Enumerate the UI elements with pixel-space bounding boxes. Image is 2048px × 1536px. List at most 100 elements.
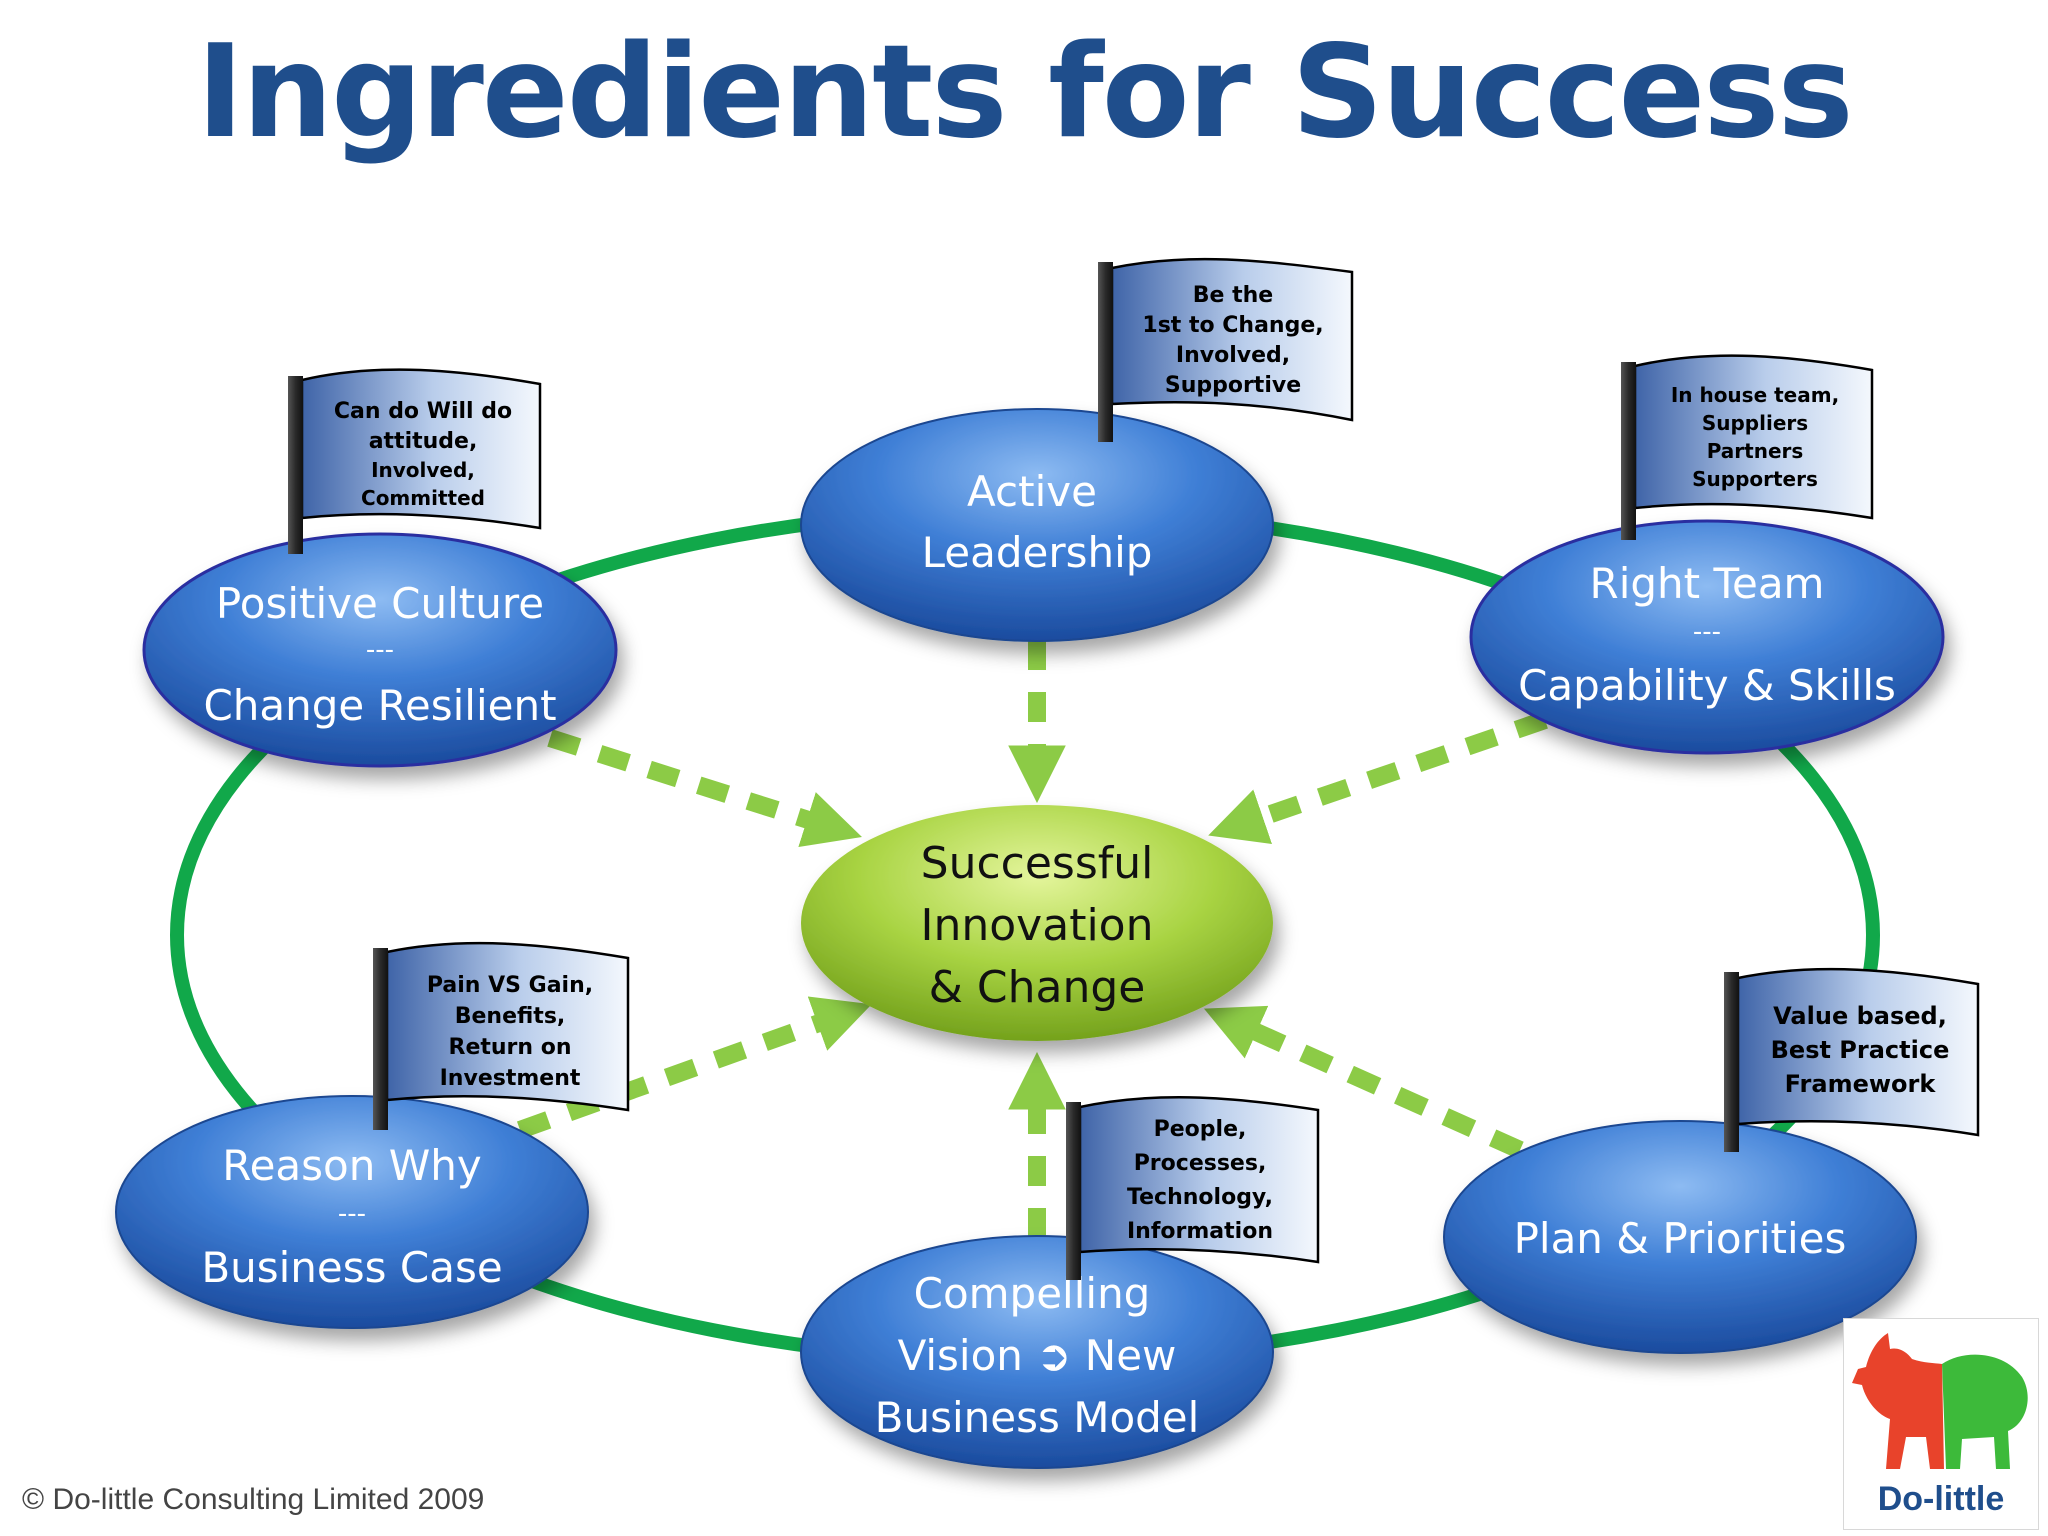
svg-text:Framework: Framework bbox=[1785, 1070, 1937, 1098]
svg-text:Value based,: Value based, bbox=[1773, 1002, 1947, 1030]
svg-text:Successful: Successful bbox=[921, 838, 1154, 889]
flag-line: Involved, bbox=[1176, 343, 1290, 368]
flag-line: Framework bbox=[1785, 1070, 1937, 1098]
node-line: Capability & Skills bbox=[1518, 661, 1896, 710]
node-line: Business Case bbox=[201, 1243, 502, 1292]
svg-text:Supporters: Supporters bbox=[1692, 467, 1818, 491]
node-right-team: Right Team --- Capability & Skills bbox=[1469, 519, 1945, 755]
svg-text:Return on: Return on bbox=[449, 1035, 572, 1060]
flag-line: Best Practice bbox=[1771, 1036, 1950, 1064]
node-positive-culture: Positive Culture --- Change Resilient bbox=[142, 532, 618, 768]
svg-text:Business Model: Business Model bbox=[875, 1393, 1200, 1442]
center-node: Successful Innovation & Change bbox=[801, 805, 1273, 1041]
svg-text:Information: Information bbox=[1127, 1219, 1273, 1244]
svg-text:Pain VS Gain,: Pain VS Gain, bbox=[427, 973, 593, 998]
node-separator: --- bbox=[366, 635, 394, 665]
arrow-bottom-left bbox=[516, 996, 872, 1139]
svg-text:People,: People, bbox=[1154, 1117, 1247, 1142]
svg-text:---: --- bbox=[1693, 617, 1721, 647]
svg-text:Capability & Skills: Capability & Skills bbox=[1518, 661, 1896, 710]
svg-text:Vision ➲ New: Vision ➲ New bbox=[898, 1331, 1177, 1380]
svg-text:Suppliers: Suppliers bbox=[1702, 411, 1808, 435]
flag-bottom-left: Pain VS Gain, Benefits, Return on Invest… bbox=[373, 941, 630, 1130]
node-line: Positive Culture bbox=[216, 579, 544, 628]
center-line: Innovation bbox=[921, 900, 1154, 951]
node-line: Right Team bbox=[1590, 559, 1825, 608]
svg-text:---: --- bbox=[366, 635, 394, 665]
do-little-logo: Do-little bbox=[1843, 1318, 2039, 1530]
flag-line: Benefits, bbox=[455, 1004, 566, 1029]
node-separator: --- bbox=[338, 1199, 366, 1229]
flag-pole bbox=[1724, 972, 1739, 1152]
arrow-top-right bbox=[1208, 711, 1548, 845]
node-line: Business Model bbox=[875, 1393, 1200, 1442]
flag-top: Be the 1st to Change, Involved, Supporti… bbox=[1098, 257, 1354, 442]
svg-text:Supportive: Supportive bbox=[1165, 373, 1301, 398]
center-line: & Change bbox=[929, 962, 1146, 1013]
svg-text:Positive Culture: Positive Culture bbox=[216, 579, 544, 628]
center-line: Successful bbox=[921, 838, 1154, 889]
flag-bottom: People, Processes, Technology, Informati… bbox=[1066, 1096, 1320, 1280]
node-line: Plan & Priorities bbox=[1514, 1214, 1847, 1263]
node-compelling-vision: Compelling Vision ➲ New Business Model bbox=[800, 1235, 1274, 1469]
flag-top-right: In house team, Suppliers Partners Suppor… bbox=[1621, 354, 1874, 540]
svg-text:In house team,: In house team, bbox=[1671, 383, 1839, 407]
flag-cloth bbox=[1078, 1096, 1320, 1264]
svg-text:1st to Change,: 1st to Change, bbox=[1142, 313, 1323, 338]
svg-text:---: --- bbox=[338, 1199, 366, 1229]
node-separator: --- bbox=[1693, 617, 1721, 647]
svg-text:Involved,: Involved, bbox=[371, 458, 475, 482]
node-reason-why: Reason Why --- Business Case bbox=[115, 1095, 589, 1329]
arrow-bottom-right bbox=[1203, 1005, 1524, 1159]
flag-line: In house team, bbox=[1671, 383, 1839, 407]
flag-top-left: Can do Will do attitude, Involved, Commi… bbox=[288, 368, 542, 554]
svg-text:Business Case: Business Case bbox=[201, 1243, 502, 1292]
flag-line: People, bbox=[1154, 1117, 1247, 1142]
flag-bottom-right: Value based, Best Practice Framework bbox=[1724, 967, 1980, 1152]
svg-text:attitude,: attitude, bbox=[369, 429, 478, 454]
svg-text:Right Team: Right Team bbox=[1590, 559, 1825, 608]
page-title: Ingredients for Success bbox=[196, 18, 1853, 167]
flag-cloth bbox=[385, 941, 630, 1112]
flag-line: attitude, bbox=[369, 429, 478, 454]
svg-text:Benefits,: Benefits, bbox=[455, 1004, 566, 1029]
logo-text: Do-little bbox=[1877, 1480, 2005, 1518]
svg-text:Change Resilient: Change Resilient bbox=[203, 681, 556, 730]
flag-cloth bbox=[1633, 354, 1874, 520]
flag-line: Investment bbox=[440, 1066, 581, 1091]
flag-line: Be the bbox=[1193, 283, 1273, 308]
flag-line: Involved, bbox=[371, 458, 475, 482]
flag-cloth bbox=[300, 368, 542, 530]
svg-text:Can do Will do: Can do Will do bbox=[334, 399, 512, 424]
svg-text:Processes,: Processes, bbox=[1134, 1151, 1267, 1176]
svg-text:Best Practice: Best Practice bbox=[1771, 1036, 1950, 1064]
flag-line: Can do Will do bbox=[334, 399, 512, 424]
flag-pole bbox=[288, 376, 303, 554]
flag-pole bbox=[1098, 262, 1113, 442]
node-line: Leadership bbox=[922, 528, 1153, 577]
svg-text:Reason Why: Reason Why bbox=[222, 1141, 481, 1190]
node-line: Active bbox=[967, 467, 1097, 516]
flag-cloth bbox=[1736, 967, 1980, 1137]
svg-text:Innovation: Innovation bbox=[921, 900, 1154, 951]
svg-text:Compelling: Compelling bbox=[914, 1269, 1151, 1318]
flag-pole bbox=[373, 948, 388, 1130]
flag-line: Information bbox=[1127, 1219, 1273, 1244]
node-plan-priorities: Plan & Priorities bbox=[1443, 1120, 1917, 1354]
svg-text:Be the: Be the bbox=[1193, 283, 1273, 308]
svg-text:Leadership: Leadership bbox=[922, 528, 1153, 577]
flag-line: Return on bbox=[449, 1035, 572, 1060]
svg-text:Committed: Committed bbox=[361, 486, 485, 510]
flag-pole bbox=[1621, 362, 1636, 540]
arrows bbox=[516, 640, 1548, 1238]
flag-pole bbox=[1066, 1102, 1081, 1280]
flag-line: Supporters bbox=[1692, 467, 1818, 491]
node-line: Compelling bbox=[914, 1269, 1151, 1318]
flag-line: Processes, bbox=[1134, 1151, 1267, 1176]
svg-text:& Change: & Change bbox=[929, 962, 1146, 1013]
flag-cloth bbox=[1110, 257, 1354, 422]
flag-line: Supportive bbox=[1165, 373, 1301, 398]
animal-logo-icon bbox=[1852, 1333, 2028, 1469]
node-line: Reason Why bbox=[222, 1141, 481, 1190]
